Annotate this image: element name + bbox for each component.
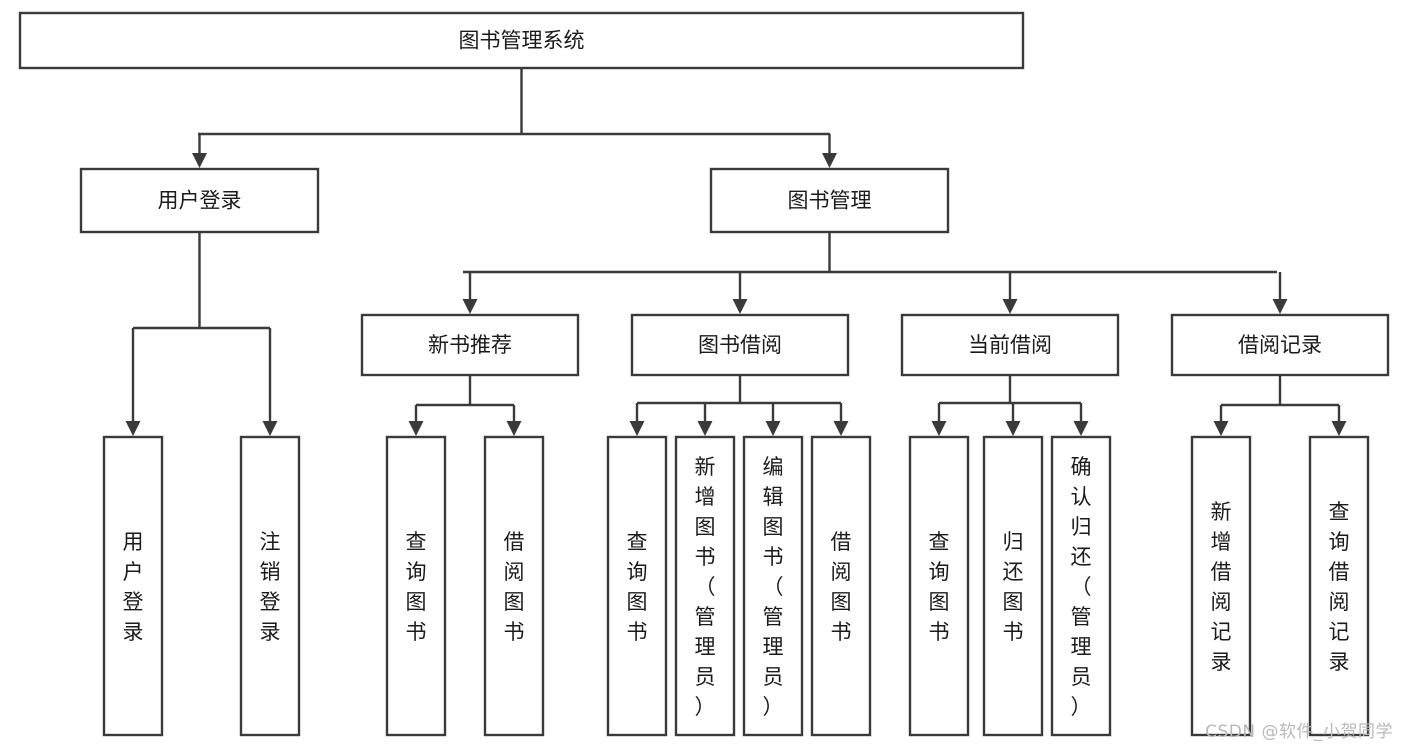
- node-box-login[interactable]: [79, 167, 320, 234]
- node-label-root: 图书管理系统: [459, 29, 585, 53]
- node-current[interactable]: 当前借阅: [900, 313, 1120, 377]
- arrow-head-icon: [462, 299, 478, 314]
- node-label-leaf-query-book-2: 查询图书: [627, 530, 648, 644]
- connector-group-records: [1213, 375, 1347, 436]
- arrow-head-icon: [1213, 421, 1229, 436]
- connector-group-borrow: [629, 375, 849, 436]
- node-box-leaf-query-book-2[interactable]: [606, 435, 668, 737]
- node-box-current[interactable]: [900, 313, 1120, 377]
- node-borrow[interactable]: 图书借阅: [630, 313, 850, 377]
- node-label-leaf-confirm-return: 确认归还（管理员）: [1071, 455, 1092, 719]
- node-label-leaf-query-book-1: 查询图书: [406, 530, 427, 644]
- node-box-borrow[interactable]: [630, 313, 850, 377]
- node-label-leaf-add-record: 新增借阅记录: [1211, 500, 1232, 674]
- arrow-head-icon: [697, 421, 713, 436]
- node-leaf-logout[interactable]: 注销登录: [239, 435, 301, 737]
- connector-layer: [125, 68, 1347, 436]
- node-box-leaf-query-record[interactable]: [1308, 435, 1370, 737]
- arrow-head-icon: [1331, 421, 1347, 436]
- node-box-leaf-logout[interactable]: [239, 435, 301, 737]
- arrow-head-icon: [506, 421, 522, 436]
- connector-group-current: [931, 375, 1089, 436]
- node-leaf-add-book[interactable]: 新增图书（管理员）: [674, 435, 736, 737]
- node-label-leaf-borrow-book-2: 借阅图书: [831, 530, 852, 644]
- node-label-newbook: 新书推荐: [428, 333, 512, 357]
- node-leaf-borrow-book-2[interactable]: 借阅图书: [810, 435, 872, 737]
- node-login[interactable]: 用户登录: [79, 167, 320, 234]
- connector-group-bookmgmt: [462, 232, 1288, 314]
- node-layer: 图书管理系统用户登录图书管理新书推荐图书借阅当前借阅借阅记录用户登录注销登录查询…: [18, 11, 1390, 737]
- node-label-borrow: 图书借阅: [698, 333, 782, 357]
- node-label-leaf-add-book: 新增图书（管理员）: [695, 455, 716, 719]
- node-box-leaf-borrow-book-2[interactable]: [810, 435, 872, 737]
- node-box-leaf-query-book-3[interactable]: [908, 435, 970, 737]
- node-box-root[interactable]: [18, 11, 1025, 70]
- arrow-head-icon: [1002, 299, 1018, 314]
- node-label-leaf-return-book: 归还图书: [1003, 530, 1024, 644]
- node-leaf-confirm-return[interactable]: 确认归还（管理员）: [1050, 435, 1112, 737]
- arrow-head-icon: [1272, 299, 1288, 314]
- arrow-head-icon: [822, 153, 837, 168]
- csdn-watermark: CSDN @软件_小贺同学: [1205, 722, 1393, 742]
- node-label-leaf-edit-book: 编辑图书（管理员）: [763, 455, 784, 719]
- arrow-head-icon: [192, 153, 207, 168]
- node-box-newbook[interactable]: [360, 313, 580, 377]
- arrow-head-icon: [1073, 421, 1089, 436]
- node-leaf-user-login[interactable]: 用户登录: [102, 435, 164, 737]
- node-leaf-return-book[interactable]: 归还图书: [982, 435, 1044, 737]
- node-label-records: 借阅记录: [1238, 333, 1322, 357]
- node-leaf-query-book-2[interactable]: 查询图书: [606, 435, 668, 737]
- node-box-leaf-user-login[interactable]: [102, 435, 164, 737]
- node-leaf-add-record[interactable]: 新增借阅记录: [1190, 435, 1252, 737]
- node-bookmgmt[interactable]: 图书管理: [709, 167, 950, 234]
- node-box-leaf-query-book-1[interactable]: [385, 435, 447, 737]
- node-root[interactable]: 图书管理系统: [18, 11, 1025, 70]
- arrow-head-icon: [732, 299, 748, 314]
- node-newbook[interactable]: 新书推荐: [360, 313, 580, 377]
- node-label-leaf-user-login: 用户登录: [123, 530, 144, 644]
- node-leaf-query-record[interactable]: 查询借阅记录: [1308, 435, 1370, 737]
- node-box-leaf-edit-book[interactable]: [742, 435, 804, 737]
- arrow-head-icon: [408, 421, 424, 436]
- connector-group-login: [125, 232, 278, 436]
- node-label-leaf-logout: 注销登录: [260, 530, 281, 644]
- node-label-leaf-borrow-book-1: 借阅图书: [504, 530, 525, 644]
- connector-group-root: [192, 68, 837, 168]
- node-leaf-edit-book[interactable]: 编辑图书（管理员）: [742, 435, 804, 737]
- node-label-leaf-query-record: 查询借阅记录: [1329, 500, 1350, 674]
- node-records[interactable]: 借阅记录: [1170, 313, 1390, 377]
- node-box-bookmgmt[interactable]: [709, 167, 950, 234]
- node-box-leaf-confirm-return[interactable]: [1050, 435, 1112, 737]
- arrow-head-icon: [262, 421, 278, 436]
- node-box-leaf-add-record[interactable]: [1190, 435, 1252, 737]
- node-box-leaf-borrow-book-1[interactable]: [483, 435, 545, 737]
- node-label-leaf-query-book-3: 查询图书: [929, 530, 950, 644]
- node-box-records[interactable]: [1170, 313, 1390, 377]
- arrow-head-icon: [931, 421, 947, 436]
- node-box-leaf-add-book[interactable]: [674, 435, 736, 737]
- connector-group-newbook: [408, 375, 522, 436]
- node-label-bookmgmt: 图书管理: [788, 189, 872, 213]
- arrow-head-icon: [833, 421, 849, 436]
- node-leaf-query-book-1[interactable]: 查询图书: [385, 435, 447, 737]
- arrow-head-icon: [1005, 421, 1021, 436]
- node-leaf-query-book-3[interactable]: 查询图书: [908, 435, 970, 737]
- arrow-head-icon: [125, 421, 141, 436]
- node-leaf-borrow-book-1[interactable]: 借阅图书: [483, 435, 545, 737]
- node-box-leaf-return-book[interactable]: [982, 435, 1044, 737]
- node-label-login: 用户登录: [158, 189, 242, 213]
- node-label-current: 当前借阅: [968, 333, 1052, 357]
- arrow-head-icon: [765, 421, 781, 436]
- arrow-head-icon: [629, 421, 645, 436]
